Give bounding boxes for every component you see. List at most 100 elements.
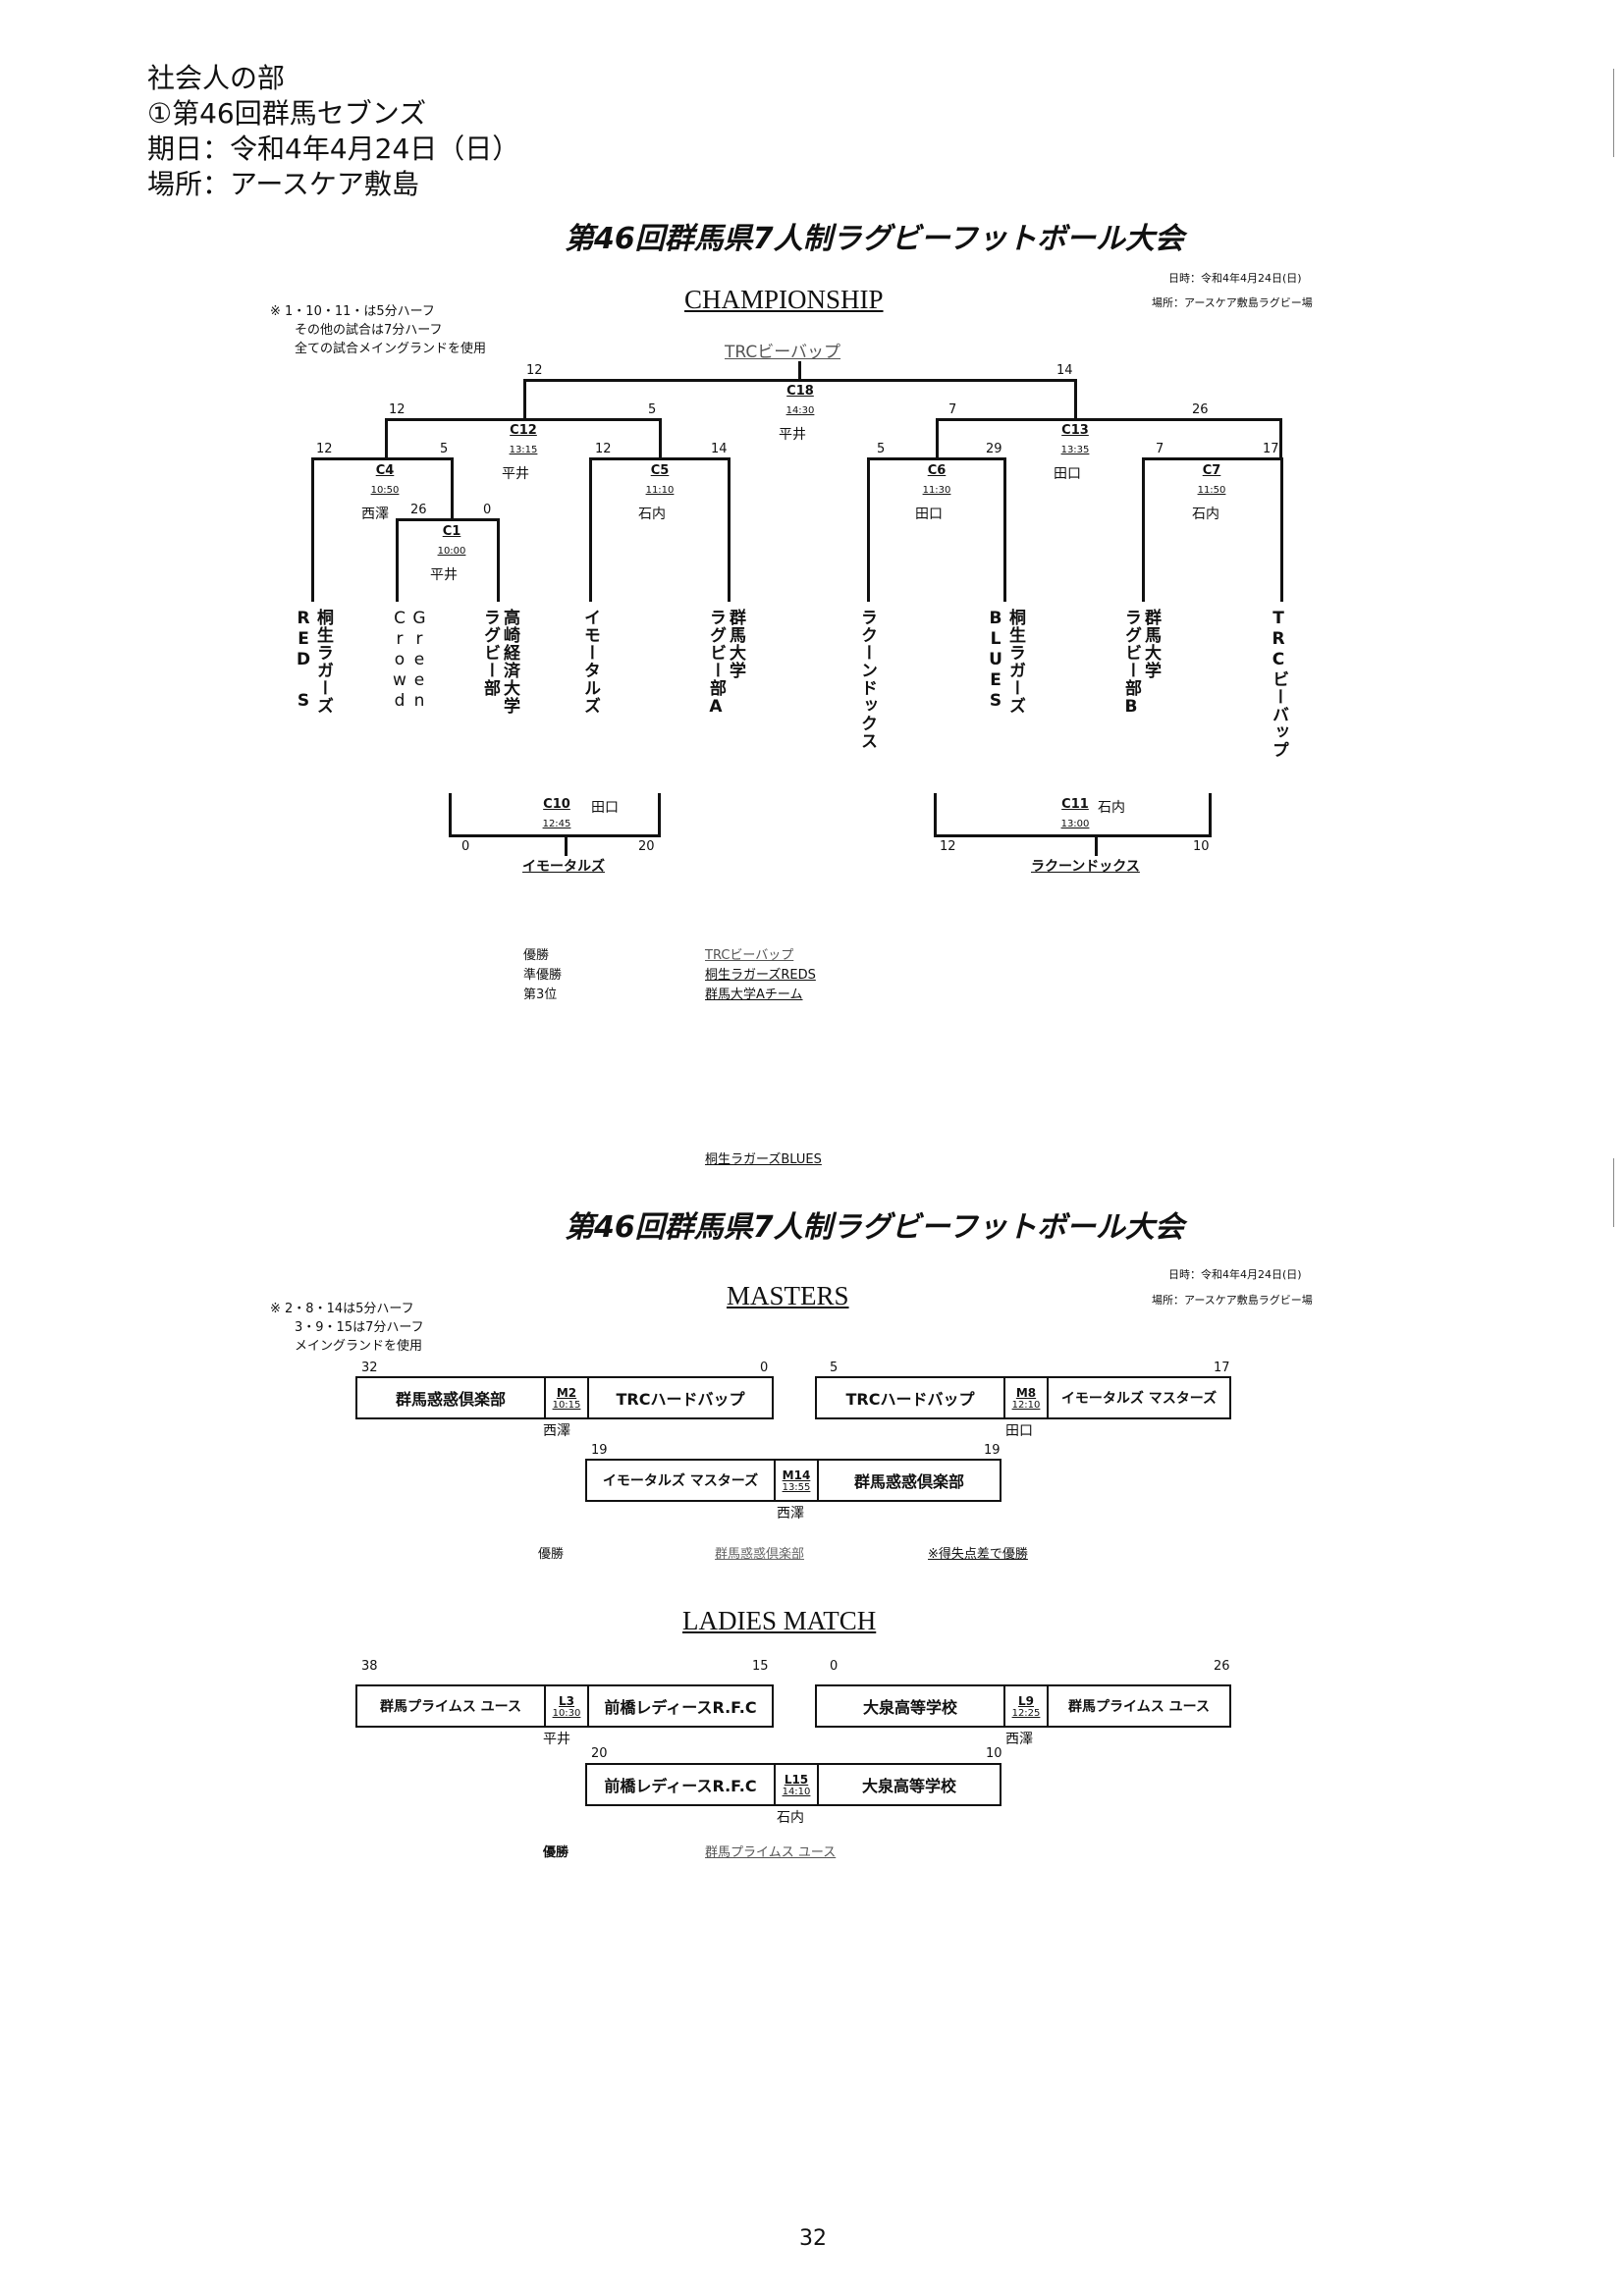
team-gunma-univ-b-line2: 群馬大学 xyxy=(1141,609,1161,679)
bracket-line xyxy=(385,418,388,459)
match-code-c10: C10 xyxy=(543,797,570,812)
score-l15-1: 20 xyxy=(591,1746,608,1761)
score-c4-2: 5 xyxy=(440,442,449,456)
score-m14-1: 19 xyxy=(591,1443,608,1458)
l9-left-team: 大泉高等学校 xyxy=(862,1698,957,1717)
score-m8-1: 5 xyxy=(830,1361,839,1375)
m2-code: M2 xyxy=(556,1385,577,1400)
masters-win-value: 群馬惑惑倶楽部 xyxy=(715,1547,805,1562)
match-box-l9: 大泉高等学校 L9 12:25 群馬プライムス ユース xyxy=(815,1684,1231,1728)
result-value-3: 群馬大学Aチーム xyxy=(705,988,803,1002)
match-box-m8: TRCハードバップ M8 12:10 イモータルズ マスターズ xyxy=(815,1376,1231,1419)
bracket-line xyxy=(449,793,452,836)
score-c6-1: 5 xyxy=(877,442,886,456)
match-code-c18: C18 xyxy=(786,384,814,399)
championship-title: 第46回群馬県7人制ラグビーフットボール大会 xyxy=(565,222,1184,256)
bracket-line xyxy=(311,457,314,602)
match-box-l3: 群馬プライムス ユース L3 10:30 前橋レディースR.F.C xyxy=(355,1684,774,1728)
m14-time: 13:55 xyxy=(782,1481,811,1493)
score-l3-2: 15 xyxy=(752,1659,769,1674)
score-c11-2: 10 xyxy=(1193,839,1210,854)
match-code-c12: C12 xyxy=(510,423,537,438)
l9-time: 12:25 xyxy=(1011,1707,1041,1719)
header-line2: ①第46回群馬セブンズ xyxy=(147,97,427,130)
score-c7-1: 7 xyxy=(1156,442,1164,456)
bracket-line xyxy=(867,457,870,602)
masters-title: 第46回群馬県7人制ラグビーフットボール大会 xyxy=(565,1210,1184,1245)
bracket-line xyxy=(311,457,453,460)
m8-code-cell: M8 12:10 xyxy=(1003,1378,1049,1417)
score-c1-1: 26 xyxy=(410,503,427,517)
team-immortals: イモータルズ xyxy=(580,609,600,715)
match-box-m2: 群馬惑惑倶楽部 M2 10:15 TRCハードバップ xyxy=(355,1376,774,1419)
m2-left-team: 群馬惑惑倶楽部 xyxy=(395,1390,506,1409)
score-l9-1: 0 xyxy=(830,1659,839,1674)
bracket-line xyxy=(867,457,1005,460)
m2-right-team: TRCハードバップ xyxy=(616,1390,745,1409)
team-kiryu-reds-line1: RED S xyxy=(294,609,313,712)
m14-left-team: イモータルズ マスターズ xyxy=(602,1473,759,1489)
ladies-win-value: 群馬プライムス ユース xyxy=(705,1845,837,1860)
match-ref-c18: 平井 xyxy=(779,427,806,443)
masters-venue: 場所：アースケア敷島ラグビー場 xyxy=(1152,1294,1313,1307)
l15-time: 14:10 xyxy=(782,1786,811,1797)
bracket-line xyxy=(1280,457,1283,602)
l15-code-cell: L15 14:10 xyxy=(774,1765,819,1804)
bracket-line xyxy=(1209,793,1212,836)
score-c12-2: 5 xyxy=(648,402,657,417)
score-c10-2: 20 xyxy=(638,839,655,854)
score-c18-2: 14 xyxy=(1056,363,1073,378)
scan-edge-line xyxy=(1613,69,1614,157)
header-line1: 社会人の部 xyxy=(147,62,286,94)
score-c18-1: 12 xyxy=(526,363,543,378)
l9-code-cell: L9 12:25 xyxy=(1003,1686,1049,1726)
score-c6-2: 29 xyxy=(986,442,1002,456)
score-c4-1: 12 xyxy=(316,442,333,456)
championship-date: 日時：令和4年4月24日(日) xyxy=(1168,272,1302,285)
m2-code-cell: M2 10:15 xyxy=(544,1378,589,1417)
bracket-line xyxy=(728,457,731,602)
match-box-l15: 前橋レディースR.F.C L15 14:10 大泉高等学校 xyxy=(585,1763,1001,1806)
bracket-line xyxy=(396,518,399,602)
match-time-c7: 11:50 xyxy=(1197,485,1226,496)
m8-right-team: イモータルズ マスターズ xyxy=(1060,1391,1218,1407)
bracket-line xyxy=(451,457,454,518)
result-value-1: TRCビーバップ xyxy=(705,948,794,963)
l15-right-team: 大泉高等学校 xyxy=(861,1777,956,1795)
m8-left-team: TRCハードバップ xyxy=(845,1390,975,1409)
team-raccoon-dogs: ラクーンドックス xyxy=(857,609,877,750)
bracket-line xyxy=(936,418,1281,421)
championship-note-1: ※ 1・10・11・は5分ハーフ xyxy=(270,304,435,319)
match-time-c1: 10:00 xyxy=(437,546,466,557)
header-line4: 場所：アースケア敷島 xyxy=(147,168,419,200)
m14-ref: 西澤 xyxy=(777,1506,804,1522)
scan-edge-line xyxy=(1613,1158,1614,1227)
score-m2-2: 0 xyxy=(760,1361,769,1375)
score-c1-2: 0 xyxy=(483,503,492,517)
match-ref-c5: 石内 xyxy=(638,507,666,522)
result-value-2: 桐生ラガーズREDS xyxy=(705,968,816,983)
score-l15-2: 10 xyxy=(986,1746,1002,1761)
result-label-1: 優勝 xyxy=(523,948,550,963)
m14-code-cell: M14 13:55 xyxy=(774,1461,819,1500)
score-c10-1: 0 xyxy=(461,839,470,854)
match-time-c11: 13:00 xyxy=(1060,819,1090,829)
m8-ref: 田口 xyxy=(1005,1423,1033,1439)
bracket-line xyxy=(1142,457,1282,460)
l3-right-team: 前橋レディースR.F.C xyxy=(604,1698,757,1717)
match-winner-c11: ラクーンドックス xyxy=(1031,859,1140,875)
match-time-c12: 13:15 xyxy=(509,445,538,455)
team-gunma-univ-b-line1: ラグビー部B xyxy=(1121,609,1141,718)
m2-ref: 西澤 xyxy=(543,1423,570,1439)
score-l9-2: 26 xyxy=(1214,1659,1230,1674)
match-ref-c7: 石内 xyxy=(1192,507,1219,522)
match-code-c7: C7 xyxy=(1202,463,1221,478)
bracket-line xyxy=(449,834,661,837)
l3-code: L3 xyxy=(559,1693,574,1708)
ladies-win-label: 優勝 xyxy=(543,1845,569,1860)
match-time-c18: 14:30 xyxy=(785,405,815,416)
l15-code: L15 xyxy=(784,1772,809,1787)
bracket-line xyxy=(385,418,661,421)
result-label-2: 準優勝 xyxy=(523,968,563,983)
match-time-c13: 13:35 xyxy=(1060,445,1090,455)
